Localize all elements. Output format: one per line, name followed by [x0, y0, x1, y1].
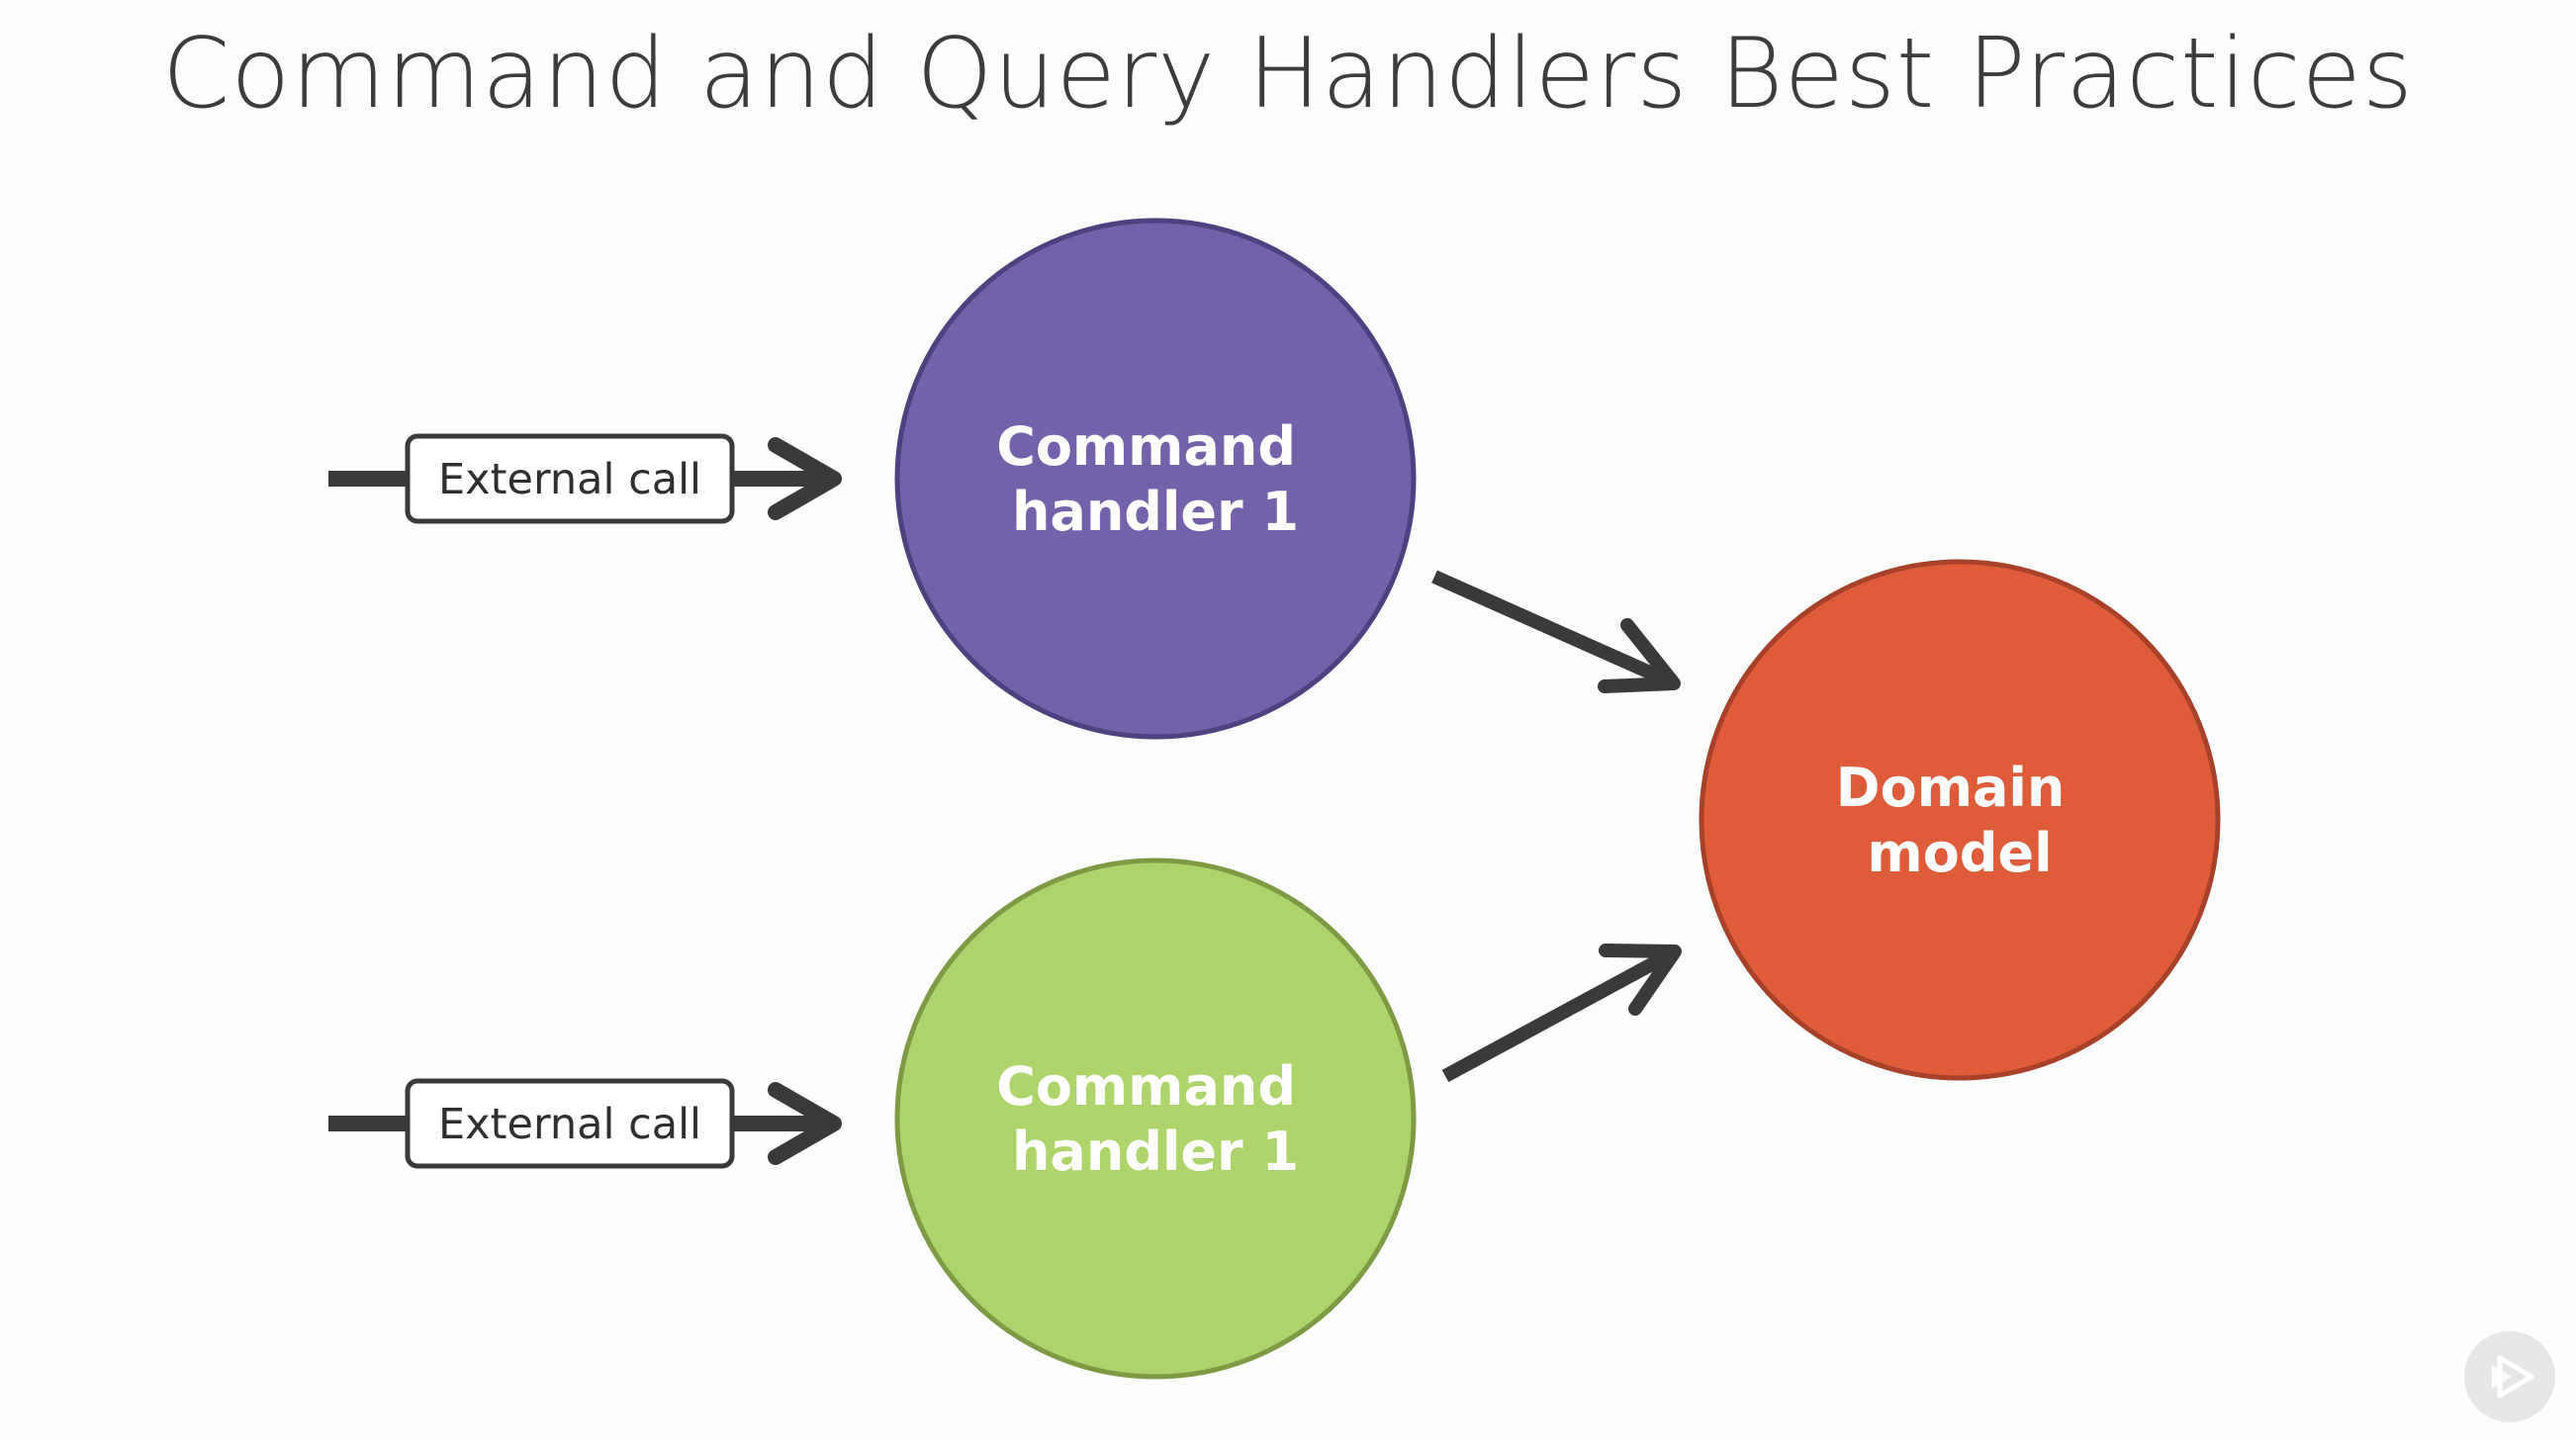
command-handler-circle-1 [894, 218, 1417, 740]
play-icon [2492, 1355, 2534, 1398]
command-handler-node-2: Command handler 1 [894, 857, 1417, 1380]
external-call-label-2: External call [438, 1100, 701, 1149]
external-call-box-2 [405, 1078, 735, 1169]
command-handler-node-1: Command handler 1 [894, 218, 1417, 740]
arrow-line-handler-2-to-domain [1441, 946, 1676, 1083]
domain-model-label-line2: model [1867, 822, 2052, 884]
play-button[interactable] [2464, 1331, 2555, 1422]
arrow-head-call-to-handler-1 [768, 437, 842, 520]
arrow-handler-1-to-domain [1431, 570, 1681, 693]
external-call-label-1: External call [438, 455, 701, 504]
command-handler-label-2-line1: Command [996, 1055, 1296, 1118]
arrow-head-handler-1-to-domain [1598, 618, 1681, 693]
command-handler-circle-2 [894, 857, 1417, 1380]
domain-model-label-line1: Domain [1836, 757, 2066, 819]
domain-model-node: Domain model [1699, 559, 2221, 1081]
command-handler-label-1-line1: Command [996, 415, 1296, 478]
arrow-head-handler-2-to-domain [1599, 944, 1682, 1016]
external-call-flow-1: External call [328, 433, 842, 524]
command-handler-label-1-line2: handler 1 [1012, 481, 1299, 543]
domain-model-label: Domain model [1836, 757, 2083, 884]
domain-model-circle [1699, 559, 2221, 1081]
command-handler-label-2-line2: handler 1 [1012, 1121, 1299, 1183]
external-call-flow-2: External call [328, 1078, 842, 1169]
command-handler-label-2: Command handler 1 [996, 1055, 1315, 1183]
arrow-head-call-to-handler-2 [768, 1082, 842, 1165]
external-call-box-1 [405, 433, 735, 524]
arrow-handler-2-to-domain [1441, 944, 1682, 1083]
arrow-line-handler-1-to-domain [1431, 570, 1673, 688]
command-handler-label-1: Command handler 1 [996, 415, 1315, 543]
slide-title: Command and Query Handlers Best Practice… [161, 18, 2414, 131]
